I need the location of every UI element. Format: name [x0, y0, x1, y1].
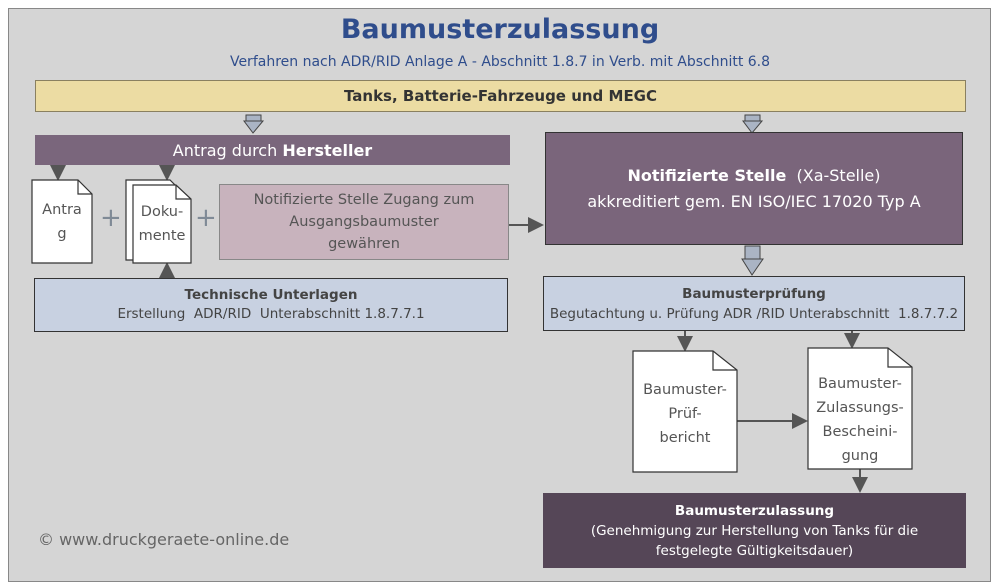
- baumusterpruefung-box: Baumusterprüfung Begutachtung u. Prüfung…: [543, 276, 965, 331]
- pruef-title: Baumusterprüfung: [682, 285, 826, 302]
- antrag-label: Antra g: [32, 198, 92, 246]
- bescheinigung-label: Baumuster- Zulassungs- Bescheini- gung: [808, 372, 912, 468]
- dokumente-label: Doku-mente: [133, 200, 191, 248]
- final-line: festgelegte Gültigkeitsdauer): [655, 542, 854, 559]
- final-title: Baumusterzulassung: [674, 502, 835, 519]
- bescheinigung-line: Bescheini-: [822, 424, 898, 440]
- notif-line2: akkreditiert gem. EN ISO/IEC 17020 Typ A: [587, 191, 921, 211]
- plus-sign: +: [195, 203, 217, 233]
- technische-unterlagen-box: Technische Unterlagen Erstellung ADR/RID…: [34, 278, 508, 332]
- hollow-arrow-mid-head: [741, 258, 764, 276]
- bericht-line: Prüf-: [668, 406, 702, 422]
- zugang-line: Ausgangsbaumuster: [289, 214, 439, 230]
- hersteller-prefix: Antrag durch: [172, 140, 283, 160]
- bericht-doc-icon: [632, 350, 738, 473]
- notif-bold: Notifizierte Stelle: [627, 165, 787, 185]
- hersteller-bar: Antrag durch Hersteller: [35, 135, 510, 165]
- baumusterzulassung-box: Baumusterzulassung (Genehmigung zur Hers…: [543, 493, 966, 568]
- hollow-arrow-mid: [744, 245, 761, 261]
- pruef-text: Begutachtung u. Prüfung ADR /RID Unterab…: [549, 305, 959, 322]
- bescheinigung-doc-icon: [807, 347, 913, 470]
- bescheinigung-line: gung: [841, 448, 879, 464]
- bericht-line: bericht: [659, 430, 711, 446]
- diagram-subtitle: Verfahren nach ADR/RID Anlage A - Abschn…: [229, 54, 771, 70]
- bericht-line: Baumuster-: [643, 382, 727, 398]
- zugang-line: Notifizierte Stelle Zugang zum: [253, 192, 475, 208]
- tech-title: Technische Unterlagen: [184, 287, 358, 303]
- hersteller-bold: Hersteller: [282, 140, 373, 160]
- bescheinigung-line: Baumuster-: [818, 376, 902, 392]
- zugang-line: gewähren: [328, 236, 400, 252]
- antrag-line: Antra: [42, 202, 82, 218]
- hollow-arrow-left-head: [243, 120, 265, 134]
- antrag-doc-icon: [31, 179, 93, 264]
- tanks-bar: Tanks, Batterie-Fahrzeuge und MEGC: [35, 80, 966, 112]
- bescheinigung-line: Zulassungs-: [816, 400, 904, 416]
- notifizierte-stelle-box: Notifizierte Stelle (Xa-Stelle) akkredit…: [545, 132, 963, 245]
- zugang-box: Notifizierte Stelle Zugang zum Ausgangsb…: [219, 184, 509, 260]
- plus-sign: +: [100, 203, 122, 233]
- notif-suffix: (Xa-Stelle): [786, 165, 881, 185]
- dokumente-line: mente: [138, 228, 186, 244]
- diagram-title: Baumusterzulassung: [340, 14, 660, 45]
- tech-text: Erstellung ADR/RID Unterabschnitt 1.8.7.…: [117, 306, 425, 322]
- dokumente-doc-icon: [132, 184, 192, 264]
- dokumente-line: Doku-: [140, 204, 184, 220]
- copyright: © www.druckgeraete-online.de: [38, 530, 290, 549]
- bericht-label: Baumuster- Prüf- bericht: [633, 378, 737, 450]
- hollow-arrow-right-head: [742, 120, 764, 134]
- final-line: (Genehmigung zur Herstellung von Tanks f…: [590, 522, 919, 539]
- antrag-line: g: [57, 226, 67, 242]
